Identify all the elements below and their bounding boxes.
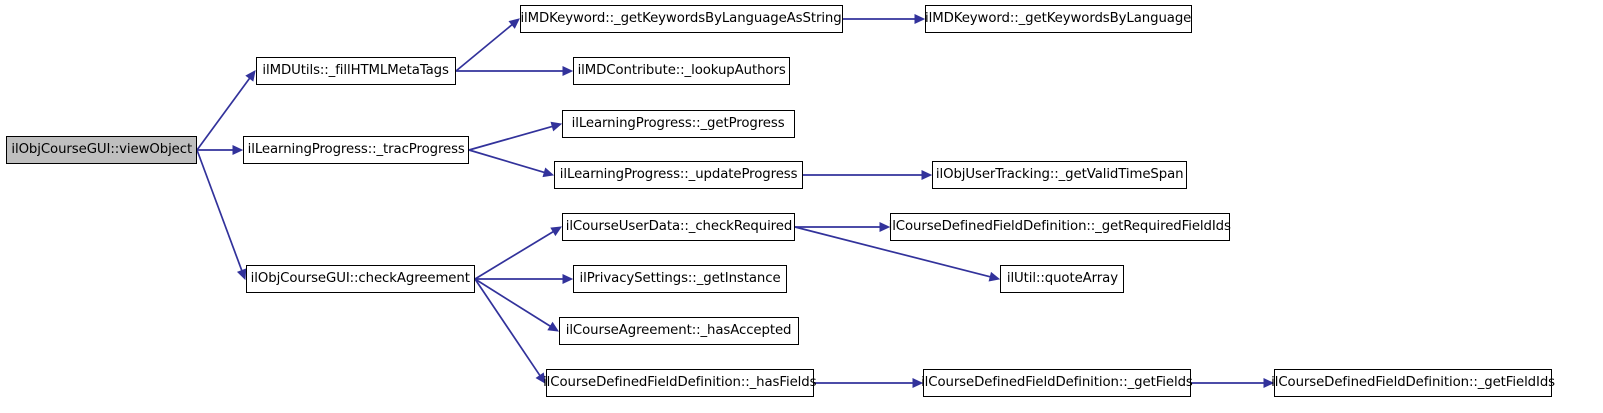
graph-node-updateProgress[interactable]: ilLearningProgress::_updateProgress bbox=[554, 161, 803, 189]
graph-node-label: ilUtil::quoteArray bbox=[1006, 270, 1118, 287]
graph-node-getRequiredFieldIds[interactable]: ilCourseDefinedFieldDefinition::_getRequ… bbox=[888, 213, 1232, 241]
graph-edge-line bbox=[468, 149, 545, 174]
graph-node-label: ilLearningProgress::_tracProgress bbox=[247, 141, 465, 158]
graph-node-getProgress[interactable]: ilLearningProgress::_getProgress bbox=[562, 110, 795, 138]
graph-node-label: ilMDKeyword::_getKeywordsByLanguageAsStr… bbox=[520, 10, 843, 27]
graph-node-quoteArray[interactable]: ilUtil::quoteArray bbox=[1000, 265, 1124, 293]
graph-node-getFieldIds[interactable]: ilCourseDefinedFieldDefinition::_getFiel… bbox=[1271, 369, 1555, 397]
graph-edge-arrowhead bbox=[542, 167, 555, 178]
graph-edge-line bbox=[196, 149, 243, 271]
graph-edge-arrowhead bbox=[914, 14, 926, 24]
graph-node-getKeywordsByLangAsString[interactable]: ilMDKeyword::_getKeywordsByLanguageAsStr… bbox=[520, 5, 843, 33]
graph-edge-line bbox=[468, 125, 553, 151]
graph-node-label: ilCourseAgreement::_hasAccepted bbox=[566, 322, 792, 339]
graph-node-label: ilMDContribute::_lookupAuthors bbox=[577, 62, 786, 79]
graph-edge-line bbox=[474, 278, 541, 377]
graph-node-label: ilObjCourseGUI::viewObject bbox=[11, 141, 192, 158]
graph-edge-line bbox=[455, 24, 513, 72]
graph-edge-arrowhead bbox=[562, 66, 574, 76]
graph-node-lookupAuthors[interactable]: ilMDContribute::_lookupAuthors bbox=[573, 57, 790, 85]
graph-node-label: ilCourseUserData::_checkRequired bbox=[565, 218, 792, 235]
graph-node-label: ilObjCourseGUI::checkAgreement bbox=[250, 270, 471, 287]
graph-node-getFields[interactable]: ilCourseDefinedFieldDefinition::_getFiel… bbox=[921, 369, 1193, 397]
graph-node-label: ilCourseDefinedFieldDefinition::_getRequ… bbox=[888, 218, 1232, 235]
graph-node-checkRequired[interactable]: ilCourseUserData::_checkRequired bbox=[562, 213, 795, 241]
graph-node-tracProgress[interactable]: ilLearningProgress::_tracProgress bbox=[243, 136, 469, 164]
graph-node-getInstance[interactable]: ilPrivacySettings::_getInstance bbox=[573, 265, 787, 293]
graph-node-label: ilPrivacySettings::_getInstance bbox=[579, 270, 781, 287]
graph-edge-arrowhead bbox=[547, 321, 560, 332]
graph-node-getValidTimeSpan[interactable]: ilObjUserTracking::_getValidTimeSpan bbox=[932, 161, 1187, 189]
graph-node-viewObject[interactable]: ilObjCourseGUI::viewObject bbox=[6, 136, 197, 164]
graph-edge-arrowhead bbox=[550, 226, 563, 237]
graph-node-label: ilLearningProgress::_updateProgress bbox=[559, 166, 798, 183]
graph-edge-arrowhead bbox=[236, 268, 247, 281]
graph-node-label: ilCourseDefinedFieldDefinition::_hasFiel… bbox=[543, 374, 817, 391]
graph-edge-arrowhead bbox=[232, 145, 244, 155]
graph-node-label: ilMDUtils::_fillHTMLMetaTags bbox=[262, 62, 450, 79]
graph-edge-arrowhead bbox=[508, 18, 520, 29]
graph-node-fillHTMLMetaTags[interactable]: ilMDUtils::_fillHTMLMetaTags bbox=[256, 57, 456, 85]
graph-node-label: ilMDKeyword::_getKeywordsByLanguage bbox=[925, 10, 1192, 27]
graph-edge-line bbox=[196, 77, 251, 151]
graph-edge-arrowhead bbox=[550, 121, 563, 132]
graph-node-checkAgreement[interactable]: ilObjCourseGUI::checkAgreement bbox=[246, 265, 475, 293]
graph-edge-arrowhead bbox=[988, 271, 1001, 282]
graph-node-hasFields[interactable]: ilCourseDefinedFieldDefinition::_hasFiel… bbox=[543, 369, 817, 397]
graph-edge-arrowhead bbox=[245, 70, 256, 82]
graph-node-label: ilCourseDefinedFieldDefinition::_getFiel… bbox=[921, 374, 1193, 391]
graph-node-hasAccepted[interactable]: ilCourseAgreement::_hasAccepted bbox=[559, 317, 799, 345]
graph-edge-arrowhead bbox=[562, 274, 574, 284]
graph-edge-arrowhead bbox=[921, 170, 933, 180]
graph-node-getKeywordsByLanguage[interactable]: ilMDKeyword::_getKeywordsByLanguage bbox=[925, 5, 1192, 33]
graph-node-label: ilLearningProgress::_getProgress bbox=[572, 115, 785, 132]
graph-node-label: ilCourseDefinedFieldDefinition::_getFiel… bbox=[1271, 374, 1555, 391]
graph-edge-line bbox=[474, 278, 551, 327]
graph-edge-line bbox=[474, 230, 554, 280]
graph-node-label: ilObjUserTracking::_getValidTimeSpan bbox=[935, 166, 1184, 183]
